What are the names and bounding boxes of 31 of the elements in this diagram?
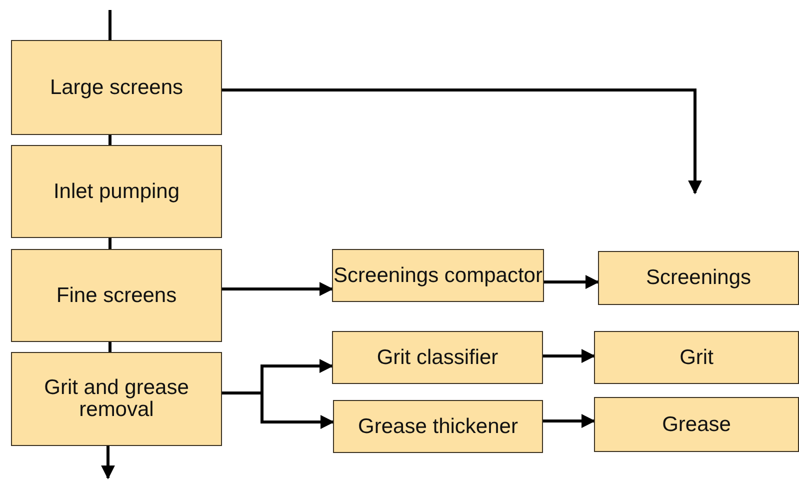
process-box	[332, 249, 544, 302]
process-box	[598, 251, 799, 305]
process-box	[11, 40, 222, 135]
process-box	[594, 397, 799, 452]
arrow	[543, 414, 596, 428]
box-label: Grease thickener	[358, 416, 518, 438]
box-label: Grit and grease removal	[43, 377, 190, 421]
connector-line	[108, 135, 112, 145]
box-label: Grit classifier	[376, 346, 498, 368]
connector-line	[108, 342, 112, 352]
process-box	[594, 331, 799, 384]
process-box	[11, 145, 222, 238]
process-box	[332, 331, 543, 384]
process-box	[333, 400, 543, 453]
connector-line	[108, 10, 112, 40]
arrow	[543, 349, 596, 363]
process-box	[11, 249, 222, 342]
box-label: Screenings compactor	[334, 264, 542, 286]
process-box	[11, 352, 222, 446]
arrow	[222, 282, 334, 296]
arrow	[222, 392, 334, 429]
box-label: Grit	[680, 346, 714, 368]
box-label: Fine screens	[56, 284, 177, 306]
box-label: Grease	[662, 414, 731, 436]
arrow	[222, 88, 702, 194]
box-label: Large screens	[50, 76, 184, 98]
arrow	[544, 275, 600, 289]
arrow	[101, 446, 115, 480]
box-label: Inlet pumping	[53, 180, 180, 202]
box-label: Screenings	[646, 267, 752, 289]
connector-line	[108, 238, 112, 249]
